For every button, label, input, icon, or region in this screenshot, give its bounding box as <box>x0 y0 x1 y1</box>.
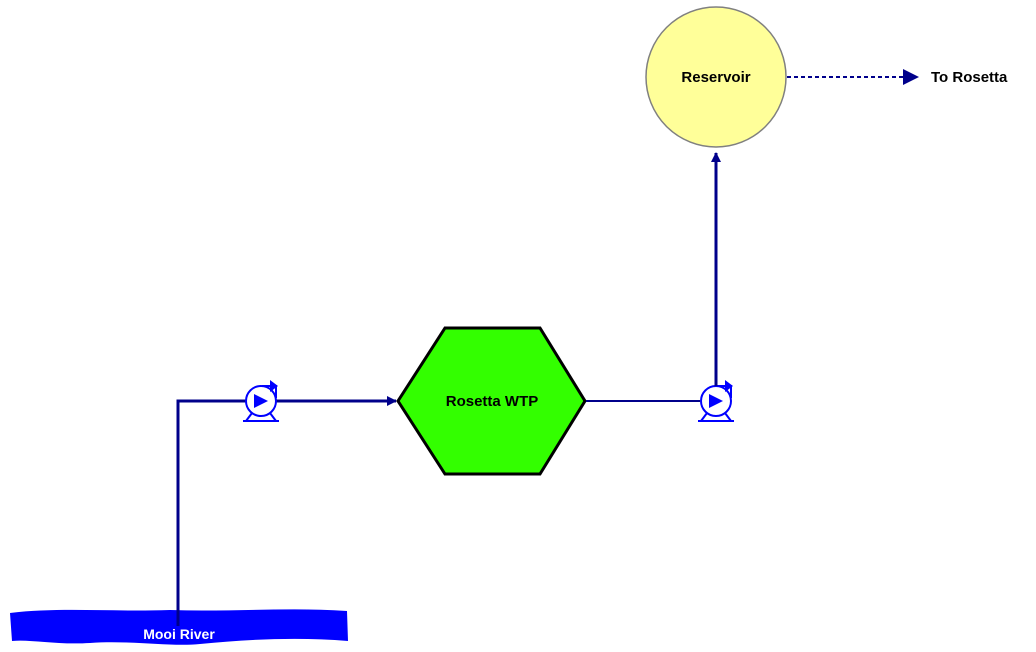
reservoir-shape <box>645 6 787 148</box>
outflow-arrowhead <box>903 69 919 85</box>
river-shape <box>10 609 348 645</box>
reservoir-label: Reservoir <box>681 69 750 86</box>
treatment-plant-label: Rosetta WTP <box>446 393 539 410</box>
destination-label: To Rosetta <box>931 69 1008 86</box>
intake-pipe <box>176 399 246 626</box>
river-label: Mooi River <box>143 626 215 642</box>
intake-pump-icon <box>243 380 279 422</box>
treatment-plant-shape <box>396 326 587 476</box>
high-lift-pump-icon <box>698 380 734 422</box>
